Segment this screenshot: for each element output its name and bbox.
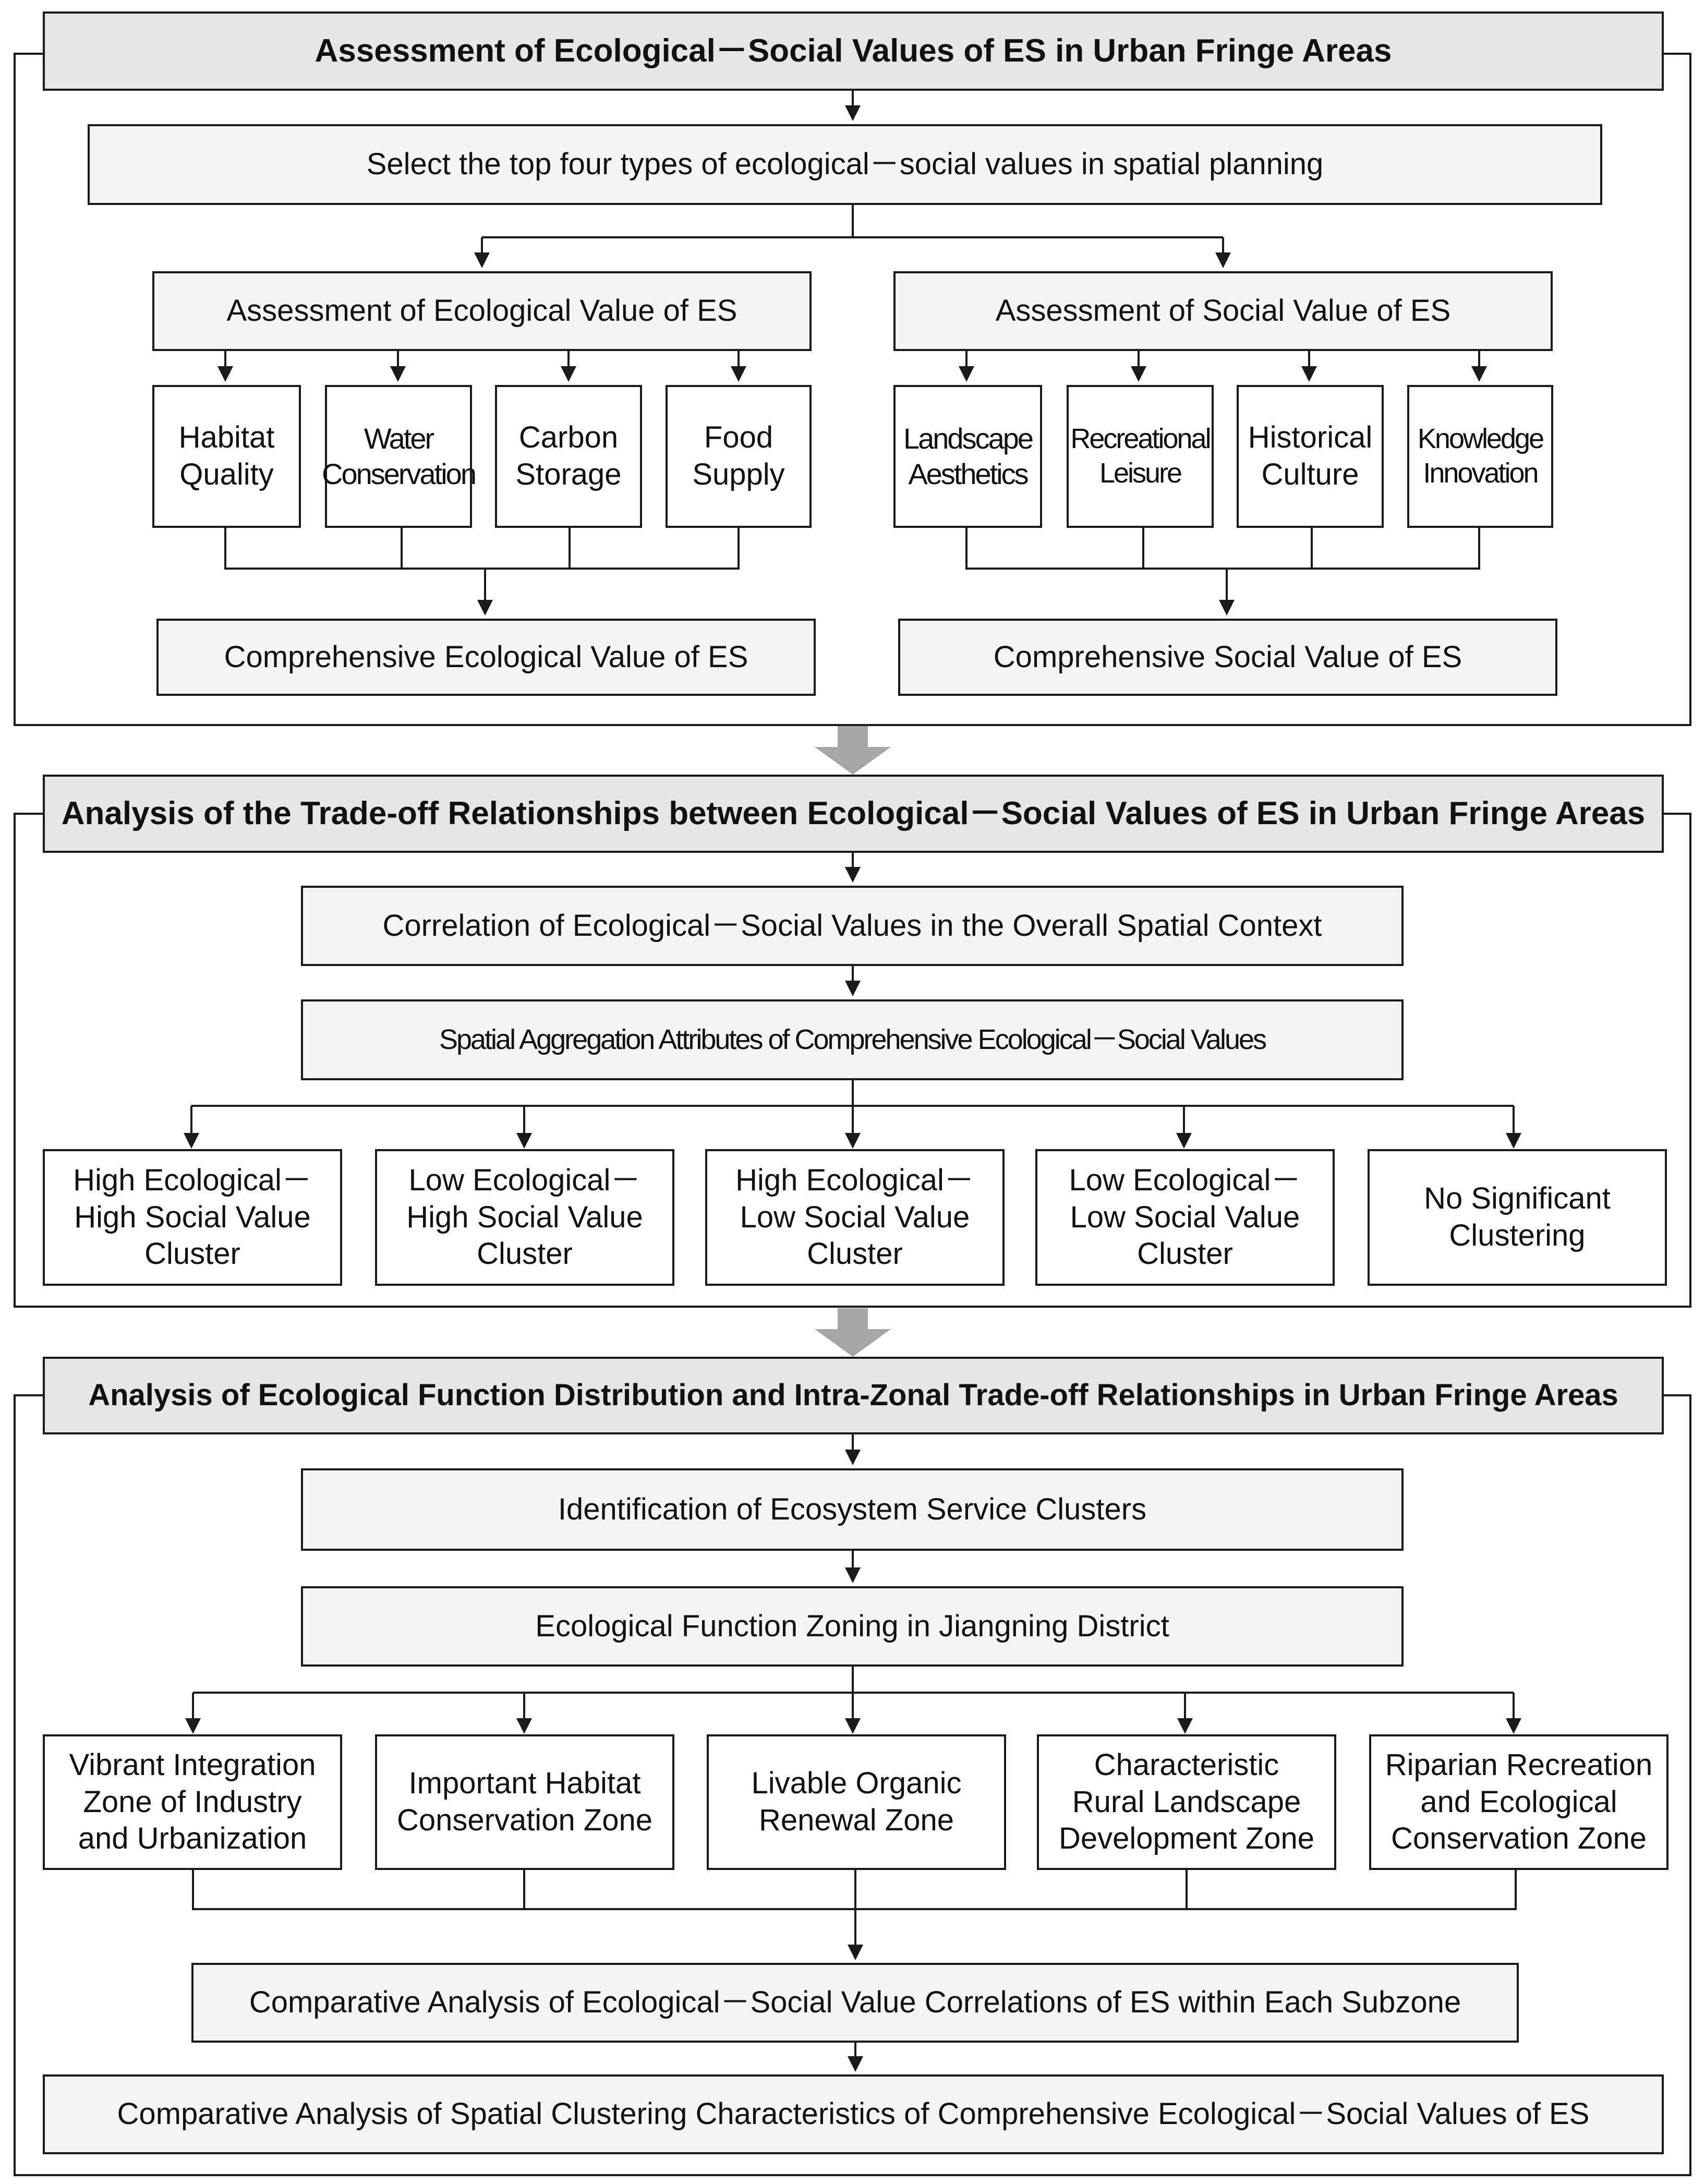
section3-frame xyxy=(14,1394,1691,2176)
eco-item-habitat-quality: Habitat Quality xyxy=(152,385,301,528)
eco-item-water-conservation: Water Conservation xyxy=(322,385,477,528)
zone-livable-organic-renewal: Livable Organic Renewal Zone xyxy=(707,1734,1006,1870)
eco-comprehensive-box: Comprehensive Ecological Value of ES xyxy=(156,619,816,696)
zone-riparian-recreation: Riparian Recreation and Ecological Conse… xyxy=(1369,1734,1668,1870)
section1-frame xyxy=(14,53,1691,726)
cluster-no-significant: No Significant Clustering xyxy=(1368,1149,1667,1286)
eco-item-carbon-storage: Carbon Storage xyxy=(495,385,642,528)
social-item-knowledge-innovation: Knowledge Innovation xyxy=(1407,385,1553,528)
social-item-historical-culture: Historical Culture xyxy=(1237,385,1384,528)
section2-frame xyxy=(14,813,1691,1308)
identification-box: Identification of Ecosystem Service Clus… xyxy=(301,1468,1404,1551)
social-item-landscape-aesthetics: Landscape Aesthetics xyxy=(893,385,1042,528)
flow-arrow-2 xyxy=(815,1308,891,1357)
cluster-high-eco-low-social: High Ecological－ Low Social Value Cluste… xyxy=(705,1149,1005,1286)
social-assessment-box: Assessment of Social Value of ES xyxy=(893,271,1553,351)
zoning-box: Ecological Function Zoning in Jiangning … xyxy=(301,1586,1404,1667)
cluster-high-eco-high-social: High Ecological－ High Social Value Clust… xyxy=(43,1149,342,1286)
cluster-low-eco-high-social: Low Ecological－ High Social Value Cluste… xyxy=(375,1149,674,1286)
flow-arrow-1 xyxy=(815,726,891,775)
aggregation-box: Spatial Aggregation Attributes of Compre… xyxy=(301,999,1404,1080)
eco-assessment-box: Assessment of Ecological Value of ES xyxy=(152,271,812,351)
section2-header: Analysis of the Trade-off Relationships … xyxy=(43,775,1664,853)
eco-item-food-supply: Food Supply xyxy=(666,385,812,528)
section3-header: Analysis of Ecological Function Distribu… xyxy=(43,1357,1664,1434)
arrowheads xyxy=(184,105,1521,2072)
select-value-types-box: Select the top four types of ecological－… xyxy=(88,124,1602,205)
correlation-box: Correlation of Ecological－Social Values … xyxy=(301,886,1404,966)
social-item-recreational-leisure: Recreational Leisure xyxy=(1067,385,1214,528)
cluster-low-eco-low-social: Low Ecological－ Low Social Value Cluster xyxy=(1035,1149,1335,1286)
section1-header: Assessment of Ecological－Social Values o… xyxy=(43,11,1664,91)
zone-important-habitat: Important Habitat Conservation Zone xyxy=(375,1734,674,1870)
zone-rural-landscape: Characteristic Rural Landscape Developme… xyxy=(1037,1734,1336,1870)
social-comprehensive-box: Comprehensive Social Value of ES xyxy=(898,619,1557,696)
comparative-clustering-box: Comparative Analysis of Spatial Clusteri… xyxy=(43,2074,1664,2154)
comparative-correlation-box: Comparative Analysis of Ecological－Socia… xyxy=(191,1963,1519,2043)
zone-vibrant-integration: Vibrant Integration Zone of Industry and… xyxy=(43,1734,342,1870)
